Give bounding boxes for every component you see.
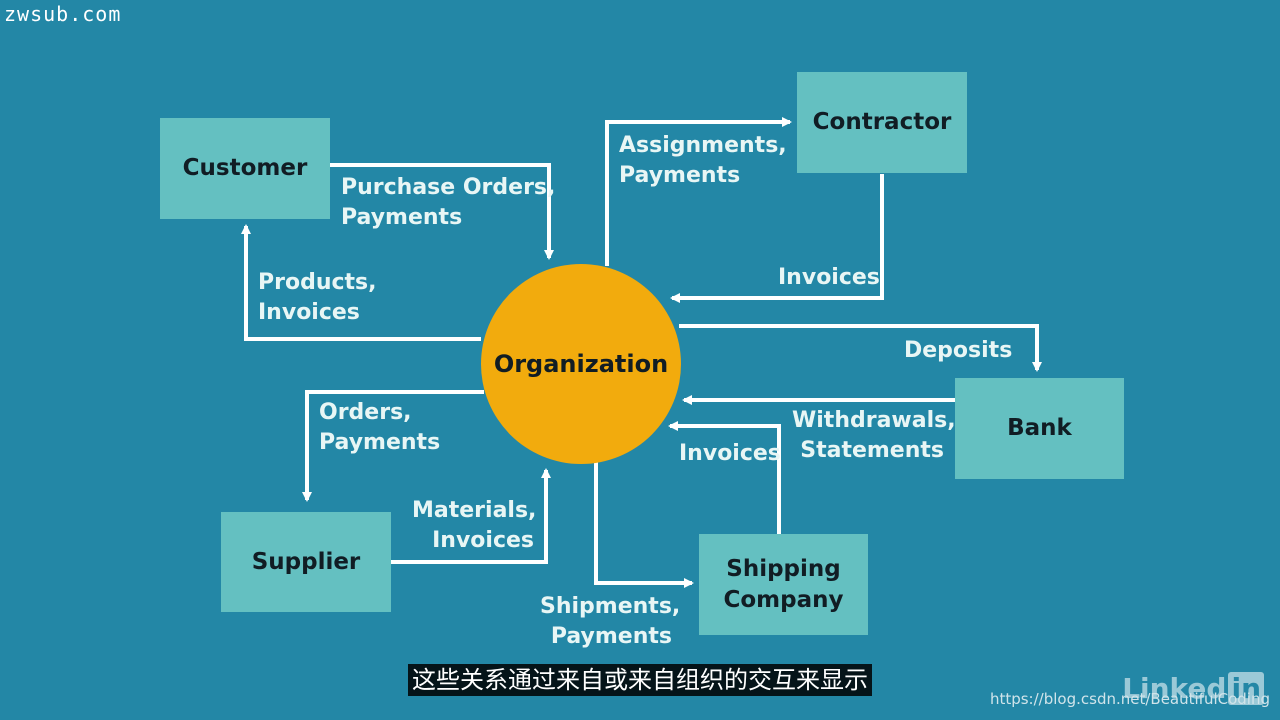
customer-node: Customer [160, 118, 330, 219]
arrow-shipping-to-org [668, 421, 781, 534]
arrow-org-to-bank [679, 324, 1042, 372]
flow-label-shipments: Shipments,Payments [540, 594, 681, 649]
video-subtitle: 这些关系通过来自或来自组织的交互来显示 [0, 660, 1280, 696]
flow-label-purchase-orders: Purchase Orders,Payments [341, 175, 556, 230]
flow-label-products-invoices: Products,Invoices [258, 270, 377, 325]
flow-label-materials: Materials,Invoices [412, 498, 537, 553]
arrow-org-to-shipping [594, 460, 694, 588]
flow-label-assignments: Assignments,Payments [619, 133, 787, 188]
arrow-supplier-to-org [391, 468, 551, 564]
arrow-contractor-to-org [670, 174, 884, 303]
arrow-customer-to-org [330, 163, 554, 260]
shipping-label-line1: Shipping [726, 555, 841, 582]
supplier-node: Supplier [221, 512, 391, 612]
arrow-org-to-customer [241, 224, 481, 341]
customer-label: Customer [182, 155, 308, 181]
flow-label-orders: Orders,Payments [319, 400, 441, 455]
contractor-label: Contractor [812, 109, 952, 135]
bank-node: Bank [955, 378, 1124, 479]
supplier-label: Supplier [251, 548, 361, 575]
organization-label: Organization [493, 350, 669, 378]
shipping-company-node: Shipping Company [699, 534, 868, 635]
flow-label-contractor-invoices: Invoices [778, 265, 880, 290]
bank-label: Bank [1007, 415, 1072, 441]
source-url: https://blog.csdn.net/BeautifulCoding [989, 690, 1270, 708]
arrow-org-to-contractor [605, 117, 792, 266]
flow-label-withdrawals: Withdrawals,Statements [792, 408, 956, 463]
organization-node: Organization [481, 264, 681, 464]
watermark: zwsub.com [4, 2, 122, 26]
flow-label-deposits: Deposits [904, 338, 1013, 363]
shipping-label-line2: Company [723, 586, 844, 613]
arrow-org-to-supplier [302, 390, 484, 502]
contractor-node: Contractor [797, 72, 967, 173]
flow-label-shipping-invoices: Invoices [679, 441, 781, 466]
